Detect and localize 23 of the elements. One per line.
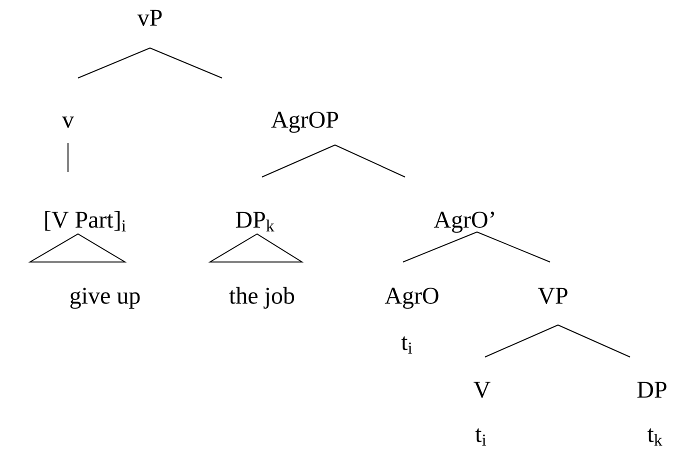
branch-line	[484, 324, 558, 358]
tree-label: AgrO	[384, 288, 438, 309]
branch-line	[150, 48, 222, 78]
tree-label: AgrO’	[434, 212, 494, 233]
branch-line	[334, 144, 406, 178]
tree-label: DP$_{k}$	[236, 212, 274, 232]
branch-line	[78, 48, 150, 78]
branch-line	[476, 232, 550, 262]
tree-label: VP	[538, 288, 568, 304]
tree-label: [V Part]$_{i}$	[45, 210, 126, 232]
tree-label: the job	[229, 286, 294, 309]
tree-label: give up	[70, 288, 140, 309]
trace-label: t$_{i}$	[475, 428, 486, 446]
branch-line	[262, 144, 336, 178]
branch-line	[402, 232, 478, 262]
tree-label: v	[62, 116, 74, 128]
tree-label: AgrOP	[271, 112, 338, 133]
tree-label: V	[474, 382, 490, 398]
tree-label: DP	[637, 382, 666, 398]
trace-label: t$_{i}$	[401, 336, 412, 354]
branch-line	[558, 324, 630, 358]
tree-label: vP	[137, 10, 162, 26]
trace-label: t$_{k}$	[647, 428, 662, 446]
